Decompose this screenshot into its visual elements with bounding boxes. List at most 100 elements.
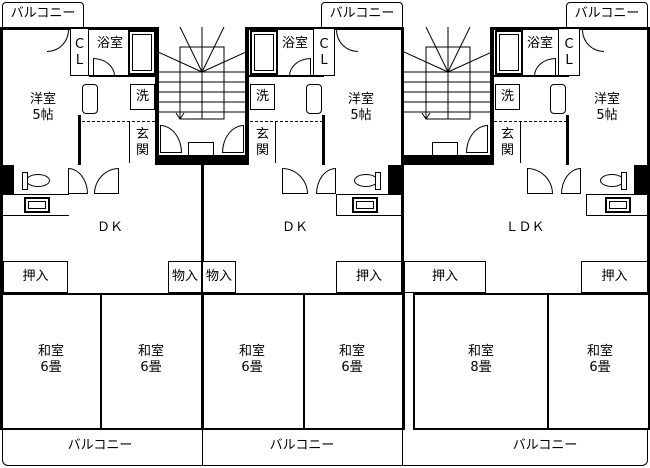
door-entrance-left[interactable] bbox=[160, 125, 182, 153]
toilet-tank-middle bbox=[375, 172, 381, 190]
kitchen-left-label: ＤＫ bbox=[96, 220, 123, 235]
wash-room-right bbox=[586, 194, 648, 216]
door-kitchen-right[interactable] bbox=[527, 168, 553, 194]
door-entrance-right[interactable] bbox=[466, 125, 488, 153]
party-wall-middle-right bbox=[401, 27, 404, 430]
bathtub-left bbox=[128, 30, 156, 75]
japanese-room-right-1-label: 和室 8畳 bbox=[467, 344, 494, 375]
dashed-line-right bbox=[494, 121, 567, 122]
japanese-room-right-2-label: 和室 6畳 bbox=[586, 344, 613, 375]
wall-western-left-right bbox=[78, 115, 81, 165]
japanese-room-left-2 bbox=[100, 293, 203, 430]
balcony-top-right: バルコニー bbox=[566, 2, 648, 27]
door-toilet-right[interactable] bbox=[561, 168, 581, 194]
door-western-left[interactable] bbox=[47, 30, 69, 52]
toilet-partition-left bbox=[3, 194, 69, 195]
storage-left bbox=[168, 261, 202, 293]
stair-wall-right-unit bbox=[490, 27, 494, 162]
bath-wall-left bbox=[89, 75, 157, 77]
wall-western-middle-left bbox=[322, 115, 325, 165]
stair-wall-left bbox=[155, 27, 159, 162]
bathroom-right-label: 浴室 bbox=[526, 36, 553, 51]
japanese-room-left-2-label: 和室 6畳 bbox=[137, 344, 164, 375]
storage-middle bbox=[202, 261, 236, 293]
oshiire-left-label: 押入 bbox=[22, 269, 49, 284]
closet-middle-label: C L bbox=[319, 37, 329, 68]
balcony-top-middle: バルコニー bbox=[321, 2, 403, 27]
door-bath-left[interactable] bbox=[93, 58, 115, 76]
door-bath-right[interactable] bbox=[534, 58, 556, 76]
bath-wall-right bbox=[494, 75, 569, 77]
entrance-right-label: 玄 関 bbox=[500, 127, 514, 158]
closet-middle bbox=[313, 28, 335, 76]
door-toilet-left[interactable] bbox=[68, 168, 88, 194]
entrance-hall-wall-right bbox=[404, 155, 494, 165]
dashed-line-middle bbox=[250, 121, 323, 122]
wall-western-right-left bbox=[566, 115, 569, 165]
entrance-hall-wall bbox=[155, 155, 249, 165]
balcony-bottom-right-label: バルコニー bbox=[512, 438, 578, 453]
bathroom-left-label: 浴室 bbox=[96, 36, 123, 51]
wash-room-middle bbox=[336, 194, 402, 216]
japanese-room-middle-1 bbox=[202, 293, 305, 430]
stair-door-double[interactable] bbox=[188, 142, 214, 156]
japanese-room-middle-1-label: 和室 6畳 bbox=[238, 344, 265, 375]
door-kitchen-middle[interactable] bbox=[282, 168, 308, 194]
wash-room-bottom-left bbox=[3, 215, 69, 216]
balcony-bottom bbox=[2, 430, 648, 466]
closet-left bbox=[70, 28, 89, 76]
door-western-middle[interactable] bbox=[336, 30, 358, 52]
closet-right-label: C L bbox=[564, 37, 574, 68]
stair-door-double-right[interactable] bbox=[432, 142, 458, 156]
toilet-tank-right bbox=[621, 172, 627, 190]
oshiire-right-right-label: 押入 bbox=[601, 269, 628, 284]
western-room-right-label: 洋室 5帖 bbox=[593, 92, 620, 123]
balcony-bottom-left-label: バルコニー bbox=[67, 438, 133, 453]
oshiire-right-left-label: 押入 bbox=[431, 269, 458, 284]
japanese-room-left-1 bbox=[1, 293, 102, 430]
kitchen-sink-middle bbox=[352, 197, 378, 213]
bathtub-middle bbox=[250, 30, 278, 75]
door-toilet-middle[interactable] bbox=[316, 168, 336, 194]
japanese-room-left-1-label: 和室 6畳 bbox=[37, 344, 64, 375]
bathroom-middle-label: 浴室 bbox=[281, 36, 308, 51]
washbasin-right bbox=[550, 84, 566, 114]
storage-middle-label: 物入 bbox=[205, 269, 232, 284]
door-western-right[interactable] bbox=[582, 30, 604, 52]
toilet-tank-left bbox=[22, 172, 28, 190]
door-bath-middle[interactable] bbox=[289, 58, 311, 76]
laundry-middle: 洗 bbox=[250, 84, 275, 110]
storage-left-label: 物入 bbox=[171, 269, 198, 284]
stairs-right bbox=[403, 26, 493, 122]
closet-left-label: C L bbox=[74, 37, 85, 68]
entrance-left-label: 玄 関 bbox=[135, 127, 149, 158]
bath-wall-middle bbox=[249, 75, 324, 77]
balcony-top-left: バルコニー bbox=[2, 2, 84, 27]
western-room-middle-label: 洋室 5帖 bbox=[347, 92, 374, 123]
oshiire-middle bbox=[336, 261, 402, 293]
wall-toilet-right-outer bbox=[634, 165, 648, 195]
door-entrance-middle[interactable] bbox=[222, 125, 244, 153]
washbasin-middle bbox=[306, 84, 322, 114]
balcony-divider-1 bbox=[202, 430, 203, 466]
stair-wall-right bbox=[245, 27, 249, 162]
laundry-right: 洗 bbox=[495, 84, 520, 110]
oshiire-right-left bbox=[404, 261, 486, 293]
oshiire-left bbox=[3, 261, 68, 293]
entrance-left-box bbox=[129, 121, 156, 163]
door-wash-left[interactable] bbox=[94, 168, 119, 194]
dashed-line-left bbox=[82, 121, 155, 122]
washbasin-left bbox=[82, 84, 98, 114]
entrance-middle-label: 玄 関 bbox=[255, 127, 269, 158]
kitchen-sink-left bbox=[24, 197, 50, 213]
japanese-room-right-2 bbox=[547, 293, 650, 430]
laundry-left: 洗 bbox=[130, 84, 155, 110]
japanese-room-middle-2 bbox=[303, 293, 404, 430]
oshiire-right-right bbox=[581, 261, 648, 293]
outer-wall-left bbox=[0, 27, 3, 430]
bathtub-right bbox=[495, 30, 523, 75]
kitchen-sink-right bbox=[605, 197, 631, 213]
stairs-left bbox=[157, 26, 247, 122]
entrance-middle-box bbox=[249, 121, 276, 163]
wall-toilet-middle-outer bbox=[388, 165, 402, 195]
